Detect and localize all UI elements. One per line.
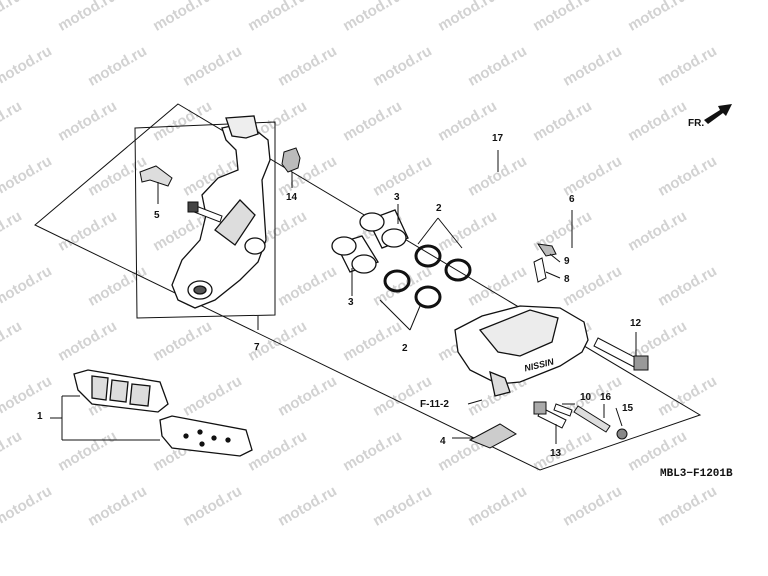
direction-label: FR.: [688, 118, 705, 129]
bracket-bolt: [187, 201, 223, 223]
pin-bolt-12: [593, 337, 649, 371]
forward-arrow-icon: [704, 104, 732, 124]
cross-reference-label: F-11-2: [420, 399, 449, 410]
callout-14: 14: [286, 192, 298, 203]
callout-4: 4: [440, 436, 446, 447]
callout-9: 9: [564, 256, 570, 267]
callout-8: 8: [564, 274, 570, 285]
callout-1: 1: [37, 411, 43, 422]
callout-2-upper: 2: [436, 203, 442, 214]
brake-pads: [73, 369, 253, 457]
callout-10: 10: [580, 392, 592, 403]
assembly-outline: [34, 103, 702, 471]
callout-2-lower: 2: [402, 343, 408, 354]
callout-7: 7: [254, 342, 260, 353]
callout-17: 17: [492, 133, 504, 144]
callout-12: 12: [630, 318, 642, 329]
callout-3-lower: 3: [348, 297, 354, 308]
pad-retainer-clip: [139, 165, 173, 187]
pin-boot: [281, 147, 301, 173]
piston-seals: [383, 244, 472, 309]
pins-and-bolts: [533, 401, 628, 440]
callout-13: 13: [550, 448, 562, 459]
callout-5: 5: [154, 210, 160, 221]
callout-3-upper: 3: [394, 192, 400, 203]
drawing-code: MBL3−F1201B: [660, 468, 733, 480]
callout-15: 15: [622, 403, 634, 414]
callout-6: 6: [569, 194, 575, 205]
leader-lines: [50, 150, 637, 444]
callout-16: 16: [600, 392, 612, 403]
caliper-bracket: [171, 115, 271, 309]
pad-spring: [468, 423, 517, 449]
bleeder-valve: [533, 243, 557, 283]
caliper-body: [454, 305, 589, 397]
pistons: [331, 209, 409, 274]
